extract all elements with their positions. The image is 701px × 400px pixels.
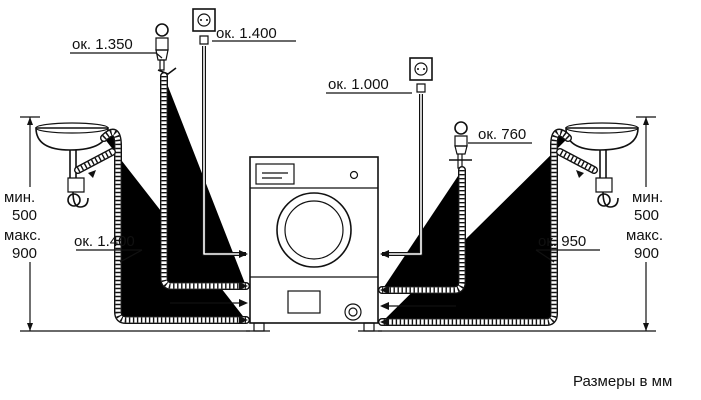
label-left-tap: ок. 1.350 xyxy=(72,36,133,53)
label-right-socket: ок. 1.000 xyxy=(328,76,389,93)
left-socket-icon xyxy=(192,8,216,45)
left-height-dimension xyxy=(20,116,250,332)
leader-lines xyxy=(70,40,600,263)
label-left-socket: ок. 1.400 xyxy=(216,25,277,42)
right-min-value: 500 xyxy=(634,207,659,224)
right-socket-icon xyxy=(409,57,433,93)
arrows xyxy=(88,170,584,326)
washing-machine-door xyxy=(276,192,352,268)
right-water-tap xyxy=(449,121,472,169)
washing-machine xyxy=(246,156,382,332)
right-min-label: мин. xyxy=(632,189,663,206)
label-right-tap: ок. 760 xyxy=(478,126,526,143)
left-water-tap xyxy=(155,23,177,75)
label-right-drain: ок. 950 xyxy=(538,233,586,250)
units-note: Размеры в мм xyxy=(573,373,672,390)
drain-filter-icon xyxy=(344,303,362,321)
left-min-value: 500 xyxy=(12,207,37,224)
left-sink xyxy=(35,122,109,208)
power-cables xyxy=(202,46,423,256)
left-max-label: макс. xyxy=(4,227,41,244)
right-height-dimension xyxy=(378,116,656,332)
hoses xyxy=(78,76,594,322)
right-max-label: макс. xyxy=(626,227,663,244)
left-max-value: 900 xyxy=(12,245,37,262)
label-left-drain: ок. 1.400 xyxy=(74,233,135,250)
left-min-label: мин. xyxy=(4,189,35,206)
right-max-value: 900 xyxy=(634,245,659,262)
